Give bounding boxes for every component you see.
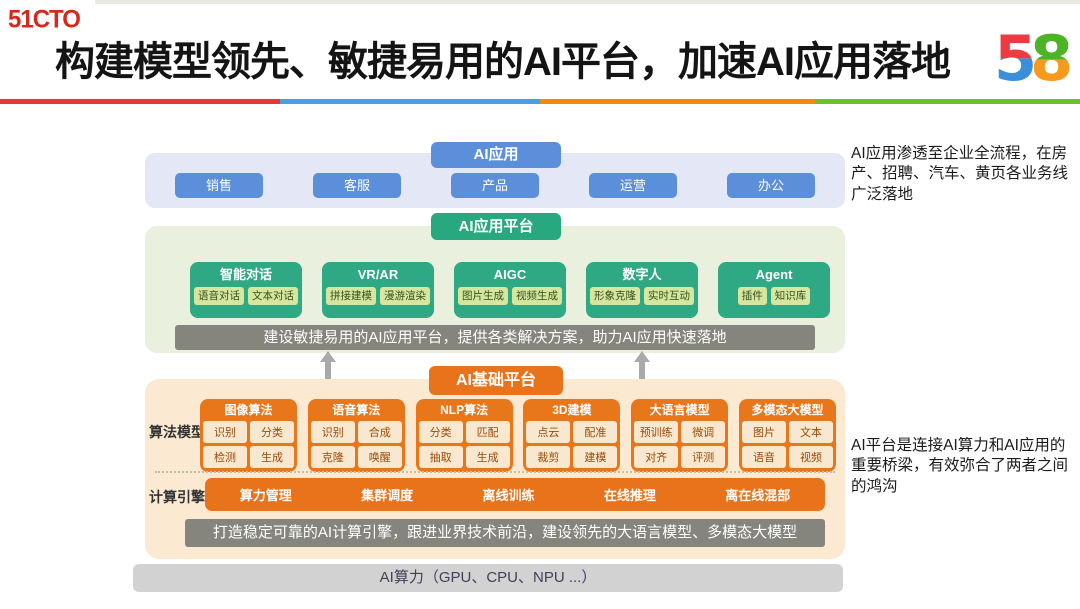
algo-chip: 文本	[788, 421, 833, 443]
algo-card-nlp: NLP算法 分类 匹配 抽取 生成	[415, 399, 513, 472]
underline-segment-orange	[540, 99, 815, 104]
platform-chip: 视频生成	[512, 287, 562, 305]
platform-chip: 插件	[737, 287, 767, 305]
base-summary-bar: 打造稳定可靠的AI计算引擎，跟进业界技术前沿，建设领先的大语言模型、多模态大模型	[185, 519, 825, 547]
platform-card-vrar: VR/AR 拼接建模 漫游渲染	[322, 262, 434, 318]
underline-segment-green	[815, 99, 1080, 104]
algo-chip: 检测	[203, 446, 247, 468]
algo-chip: 匹配	[465, 421, 510, 443]
algo-card-title: 图像算法	[224, 403, 273, 417]
page-title: 构建模型领先、敏捷易用的AI平台，加速AI应用落地	[55, 40, 951, 84]
algo-chip: 生成	[465, 446, 510, 468]
algo-chip: 微调	[681, 421, 726, 443]
platform-chip: 拼接建模	[326, 287, 376, 305]
algo-card-title: 语音算法	[332, 403, 381, 417]
platform-card-digital-human: 数字人 形象克隆 实时互动	[586, 262, 698, 318]
algo-chip: 配准	[573, 421, 618, 443]
platform-card-title: 智能对话	[219, 267, 272, 282]
algo-chip: 唤醒	[357, 446, 402, 468]
platform-chip: 知识库	[770, 287, 811, 305]
dotted-divider	[155, 471, 835, 473]
logo-58: 5 5 8 8	[994, 26, 1080, 96]
compute-engine-label: 计算引擎	[149, 489, 205, 505]
algo-chip: 对齐	[634, 446, 679, 468]
logo-58-digit5-blue: 5	[994, 22, 1038, 95]
ai-compute-power-bar: AI算力（GPU、CPU、NPU ...）	[133, 564, 843, 592]
platform-card-dialogue: 智能对话 语音对话 文本对话	[190, 262, 302, 318]
slide-top-edge	[95, 0, 1080, 4]
algo-chip: 语音	[741, 446, 786, 468]
engine-item: 离在线混部	[725, 488, 791, 503]
platform-card-title: VR/AR	[357, 267, 399, 282]
tab-ai-app: AI应用	[431, 142, 561, 168]
algo-card-llm: 大语言模型 预训练 微调 对齐 评测	[631, 399, 729, 472]
algo-card-image: 图像算法 识别 分类 检测 生成	[200, 399, 297, 472]
underline-segment-blue	[280, 99, 540, 104]
algo-chip: 建模	[573, 446, 618, 468]
platform-chip: 文本对话	[248, 287, 298, 305]
algo-card-speech: 语音算法 识别 合成 克隆 唤醒	[307, 399, 405, 472]
algo-chip: 生成	[250, 446, 294, 468]
algo-card-3d: 3D建模 点云 配准 裁剪 建模	[523, 399, 621, 472]
ai-base-platform-panel: 算法模型 图像算法 识别 分类 检测 生成 语音算法 识别 合成 克隆 唤醒 N…	[145, 379, 845, 559]
title-underline	[0, 99, 1080, 104]
logo-51cto: 51CTO	[8, 5, 81, 34]
platform-chip: 漫游渲染	[380, 287, 430, 305]
engine-item: 算力管理	[239, 488, 292, 503]
platform-card-title: AIGC	[493, 267, 527, 282]
tab-ai-app-platform: AI应用平台	[431, 213, 561, 240]
algo-chip: 分类	[250, 421, 294, 443]
compute-engine-bar: 算力管理 集群调度 离线训练 在线推理 离在线混部	[205, 478, 825, 511]
algo-card-title: 大语言模型	[649, 403, 710, 417]
underline-segment-red	[0, 99, 280, 104]
platform-chip: 图片生成	[458, 287, 508, 305]
platform-chip: 语音对话	[194, 287, 244, 305]
up-arrow-icon	[634, 351, 650, 379]
engine-item: 集群调度	[361, 488, 414, 503]
ai-app-item-sales: 销售	[175, 173, 263, 198]
tab-ai-base-platform: AI基础平台	[429, 366, 563, 395]
platform-chip: 形象克隆	[590, 287, 640, 305]
logo-58-digit8-green: 8	[1030, 22, 1074, 95]
algo-models-label: 算法模型	[149, 424, 205, 440]
algo-card-title: NLP算法	[440, 403, 489, 417]
ai-app-platform-panel: 智能对话 语音对话 文本对话 VR/AR 拼接建模 漫游渲染 AIGC 图片生成…	[145, 226, 845, 353]
algo-chip: 分类	[418, 421, 463, 443]
algo-cards-row: 图像算法 识别 分类 检测 生成 语音算法 识别 合成 克隆 唤醒 NLP算法 …	[200, 399, 836, 472]
platform-cards-row: 智能对话 语音对话 文本对话 VR/AR 拼接建模 漫游渲染 AIGC 图片生成…	[190, 262, 830, 318]
platform-card-title: 数字人	[622, 267, 662, 282]
annotation-bottom: AI平台是连接AI算力和AI应用的重要桥梁，有效弥合了两者之间的鸿沟	[851, 437, 1069, 495]
algo-chip: 合成	[357, 421, 402, 443]
annotation-top: AI应用渗透至企业全流程，在房产、招聘、汽车、黄页各业务线广泛落地	[851, 145, 1069, 203]
algo-chip: 克隆	[310, 446, 355, 468]
platform-chip: 实时互动	[644, 287, 694, 305]
algo-chip: 视频	[788, 446, 833, 468]
algo-chip: 识别	[203, 421, 247, 443]
algo-chip: 评测	[681, 446, 726, 468]
engine-item: 在线推理	[603, 488, 656, 503]
platform-card-agent: Agent 插件 知识库	[718, 262, 830, 318]
logo-58-digit5-red: 5	[994, 22, 1038, 95]
ai-app-item-product: 产品	[451, 173, 539, 198]
algo-chip: 图片	[741, 421, 786, 443]
algo-chip: 点云	[526, 421, 571, 443]
ai-app-item-operations: 运营	[589, 173, 677, 198]
algo-card-title: 3D建模	[552, 403, 592, 417]
ai-app-items-row: 销售 客服 产品 运营 办公	[175, 173, 815, 198]
platform-card-aigc: AIGC 图片生成 视频生成	[454, 262, 566, 318]
logo-58-digit8-orange: 8	[1030, 22, 1074, 95]
algo-chip: 裁剪	[526, 446, 571, 468]
algo-chip: 识别	[310, 421, 355, 443]
algo-chip: 抽取	[418, 446, 463, 468]
algo-card-multimodal: 多模态大模型 图片 文本 语音 视频	[738, 399, 836, 472]
ai-app-item-office: 办公	[727, 173, 815, 198]
ai-app-item-service: 客服	[313, 173, 401, 198]
platform-card-title: Agent	[755, 267, 793, 282]
algo-card-title: 多模态大模型	[751, 403, 824, 417]
up-arrow-icon	[320, 351, 336, 379]
algo-chip: 预训练	[634, 421, 679, 443]
platform-summary-bar: 建设敏捷易用的AI应用平台，提供各类解决方案，助力AI应用快速落地	[175, 325, 815, 350]
engine-item: 离线训练	[482, 488, 535, 503]
